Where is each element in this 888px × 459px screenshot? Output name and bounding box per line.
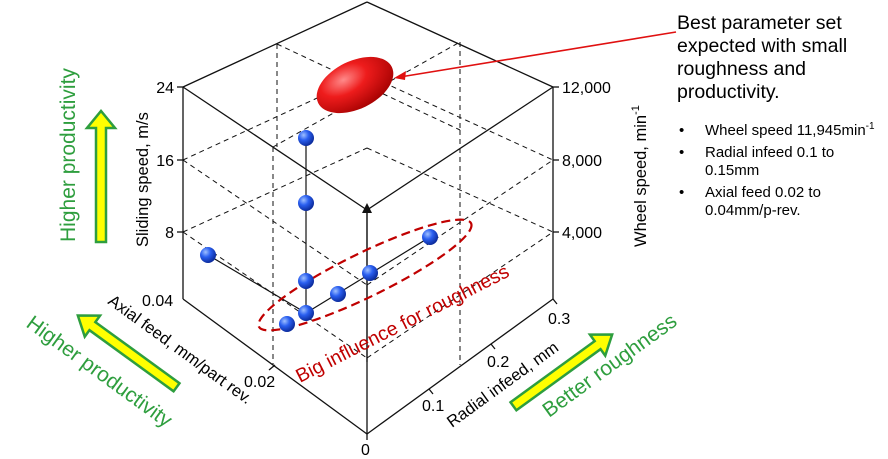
green-yellow-arrow-icon bbox=[508, 333, 614, 413]
tick-sliding-16: 16 bbox=[156, 153, 174, 170]
tick-wheel-8000: 8,000 bbox=[562, 153, 602, 170]
axis-label-sliding-speed: Sliding speed, m/s bbox=[134, 112, 152, 247]
tick-wheel-12000: 12,000 bbox=[562, 80, 611, 97]
list-item: •Axial feed 0.02 to 0.04mm/p-rev. bbox=[679, 183, 821, 220]
blue-sphere-icon bbox=[298, 273, 314, 289]
blue-sphere-icon bbox=[422, 229, 438, 245]
blue-sphere-icon bbox=[298, 305, 314, 321]
list-item: •Wheel speed 11,945min-1 bbox=[679, 121, 875, 140]
blue-sphere-icon bbox=[200, 247, 216, 263]
blue-sphere-icon bbox=[330, 286, 346, 302]
blue-sphere-icon bbox=[298, 130, 314, 146]
bullet-icon: • bbox=[679, 143, 685, 161]
blue-sphere-icon bbox=[298, 195, 314, 211]
tick-radial-0: 0 bbox=[361, 442, 370, 459]
tick-labels: 24 16 8 12,000 8,000 4,000 0.04 0.02 0.3… bbox=[142, 80, 611, 459]
leader-arrow bbox=[394, 31, 677, 80]
bullet-icon: • bbox=[679, 122, 685, 139]
bullet-icon: • bbox=[679, 183, 685, 201]
tick-radial-03: 0.3 bbox=[548, 311, 570, 328]
green-yellow-arrow-icon bbox=[76, 314, 182, 394]
tick-radial-01: 0.1 bbox=[422, 398, 444, 415]
blue-sphere-icon bbox=[279, 316, 295, 332]
red-ellipsoid-icon bbox=[316, 56, 394, 114]
label-higher-productivity-vertical: Higher productivity bbox=[57, 68, 80, 242]
roughness-influence-region bbox=[257, 218, 473, 332]
data-points bbox=[200, 130, 438, 332]
green-yellow-arrow-icon bbox=[84, 109, 118, 244]
tick-axial-004: 0.04 bbox=[142, 293, 173, 310]
tick-radial-02: 0.2 bbox=[487, 354, 509, 371]
blue-sphere-icon bbox=[362, 265, 378, 281]
best-parameter-list: •Wheel speed 11,945min-1 •Radial infeed … bbox=[677, 122, 882, 224]
list-item: •Radial infeed 0.1 to 0.15mm bbox=[679, 143, 835, 180]
axis-label-wheel-speed: Wheel speed, min-1 bbox=[630, 105, 650, 247]
tick-sliding-24: 24 bbox=[156, 80, 174, 97]
tick-sliding-8: 8 bbox=[165, 225, 174, 242]
axis-tick-marks bbox=[177, 86, 559, 440]
tick-wheel-4000: 4,000 bbox=[562, 225, 602, 242]
best-parameter-note: Best parameter set expected with small r… bbox=[677, 12, 848, 103]
tick-axial-002: 0.02 bbox=[244, 374, 275, 391]
